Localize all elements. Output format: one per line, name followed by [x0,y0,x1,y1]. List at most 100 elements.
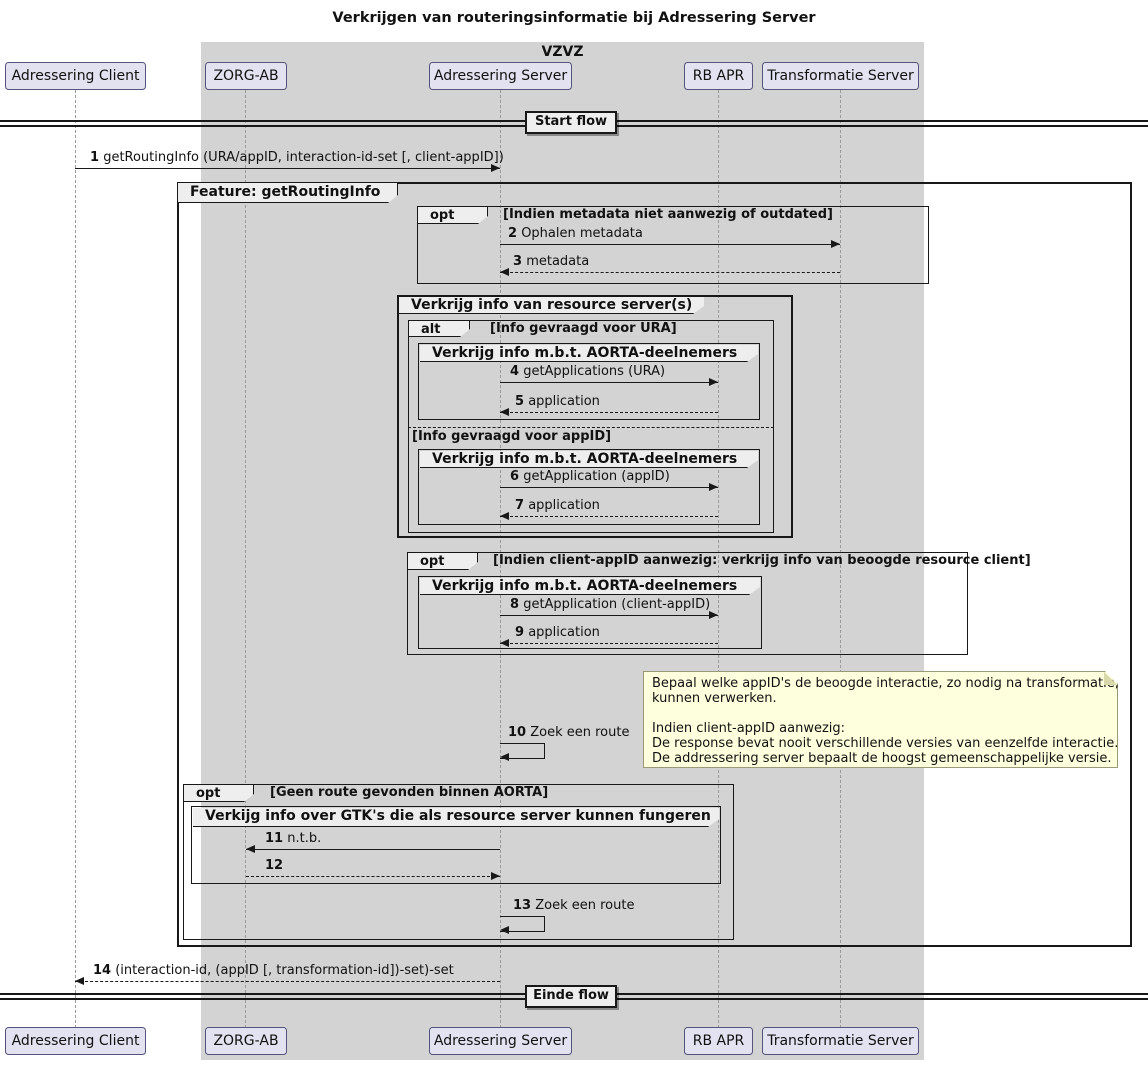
message-12-line [246,876,500,877]
group-gtk-header: Verkijg info over GTK's die als resource… [193,808,719,827]
alt-condition: [Info gevraagd voor URA] [490,321,677,336]
participant-top-rb-apr: RB APR [684,62,753,90]
message-3-number: 3 [513,254,523,269]
message-14-arrowhead [75,977,84,985]
message-14-text: (interaction-id, (appID [, transformatio… [115,963,454,978]
alt-else-condition: [Info gevraagd voor appID] [412,429,612,444]
message-13-text: Zoek een route [535,898,635,913]
message-10-text: Zoek een route [530,725,630,740]
message-9-line [500,643,718,644]
opt-noroute-condition: [Geen route gevonden binnen AORTA] [270,785,549,800]
message-10-number: 10 [508,725,527,740]
message-3-label: 3 metadata [513,254,589,269]
message-1-arrowhead [491,164,500,172]
group-resource-frame [397,295,793,538]
lifeline-zorg-ab [245,90,246,1028]
message-2-arrowhead [831,240,840,248]
message-5-line [500,412,718,413]
message-9-number: 9 [515,625,525,640]
message-1-label: 1 getRoutingInfo (URA/appID, interaction… [90,150,504,165]
message-7-arrowhead [500,512,509,520]
message-7-text: application [528,498,600,513]
message-14-number: 14 [93,963,112,978]
note-line: De addressering server bepaalt de hoogst… [652,751,1112,766]
message-3-text: metadata [526,254,590,269]
message-5-arrowhead [500,408,509,416]
note-line [652,706,1109,721]
message-13-arrowhead [500,926,509,934]
note-line: De response bevat nooit verschillende ve… [652,736,1119,751]
message-6-label: 6 getApplication (appID) [510,469,670,484]
message-4-line [500,382,718,383]
message-5-label: 5 application [515,394,600,409]
note-line: Indien client-appID aanwezig: [652,721,846,736]
message-4-number: 4 [510,364,520,379]
message-5-number: 5 [515,394,525,409]
message-4-text: getApplications (URA) [523,364,666,379]
message-8-text: getApplication (client-appID) [523,597,711,612]
message-14-line [75,981,500,982]
message-8-label: 8 getApplication (client-appID) [510,597,710,612]
message-9-text: application [528,625,600,640]
group-aorta1-frame [418,343,760,420]
message-2-number: 2 [508,226,518,241]
opt-client-frame [407,552,968,655]
message-13-self-arrow [500,916,545,932]
group-aorta2-frame [418,449,760,525]
group-aorta3-header: Verkrijg info m.b.t. AORTA-deelnemers [420,578,760,595]
note-line: kunnen verwerken. [652,691,777,706]
participant-bottom-rb-apr: RB APR [684,1027,753,1055]
message-6-text: getApplication (appID) [523,469,670,484]
alt-tab: alt [408,320,470,337]
opt-metadata-tab: opt [417,206,488,224]
group-aorta1-header: Verkrijg info m.b.t. AORTA-deelnemers [420,345,758,362]
message-7-number: 7 [515,498,525,513]
lifeline-transformatie-server [840,90,841,1028]
opt-noroute-frame [183,784,734,940]
message-8-arrowhead [709,611,718,619]
message-11-text: n.t.b. [287,831,322,846]
opt-noroute-tab: opt [183,784,254,802]
einde-flow-divider-label: Einde flow [525,985,617,1008]
note: Bepaal welke appID's de beoogde interact… [643,671,1118,768]
message-9-label: 9 application [515,625,600,640]
participant-bottom-adressering-client: Adressering Client [5,1027,146,1055]
message-6-number: 6 [510,469,520,484]
message-2-label: 2 Ophalen metadata [508,226,643,241]
message-2-text: Ophalen metadata [521,226,643,241]
opt-client-condition: [Indien client-appID aanwezig: verkrijg … [493,553,1031,568]
diagram-title: Verkrijgen van routeringsinformatie bij … [332,10,816,26]
start-flow-divider-label: Start flow [525,111,617,134]
lifeline-adressering-server [500,90,501,1028]
participant-bottom-adressering-server: Adressering Server [429,1027,572,1055]
alt-else-divider [408,427,774,428]
opt-metadata-condition: [Indien metadata niet aanwezig of outdat… [503,207,833,222]
message-7-label: 7 application [515,498,600,513]
participant-top-transformatie-server: Transformatie Server [762,62,919,90]
vzvz-box [201,42,924,1060]
message-6-arrowhead [709,483,718,491]
alt-frame [408,320,774,533]
participant-top-adressering-client: Adressering Client [5,62,146,90]
message-10-label: 10 Zoek een route [508,725,629,740]
message-2-line [500,244,840,245]
feature-frame [177,182,1132,947]
message-11-number: 11 [265,831,284,846]
message-10-arrowhead [500,753,509,761]
opt-metadata-frame [417,206,929,284]
message-9-arrowhead [500,639,509,647]
note-line: Bepaal welke appID's de beoogde interact… [652,676,1119,691]
lifeline-adressering-client [75,90,76,1028]
message-1-line [75,168,500,169]
message-8-line [500,615,718,616]
message-6-line [500,487,718,488]
message-11-line [246,849,500,850]
lifeline-rb-apr [718,90,719,1028]
message-12-label: 12 [265,858,283,873]
message-11-arrowhead [246,845,255,853]
feature-frame-tab: Feature: getRoutingInfo [177,182,398,203]
message-1-text: getRoutingInfo (URA/appID, interaction-i… [103,150,504,165]
message-5-text: application [528,394,600,409]
message-14-label: 14 (interaction-id, (appID [, transforma… [93,963,454,978]
group-aorta3-frame [418,576,762,649]
